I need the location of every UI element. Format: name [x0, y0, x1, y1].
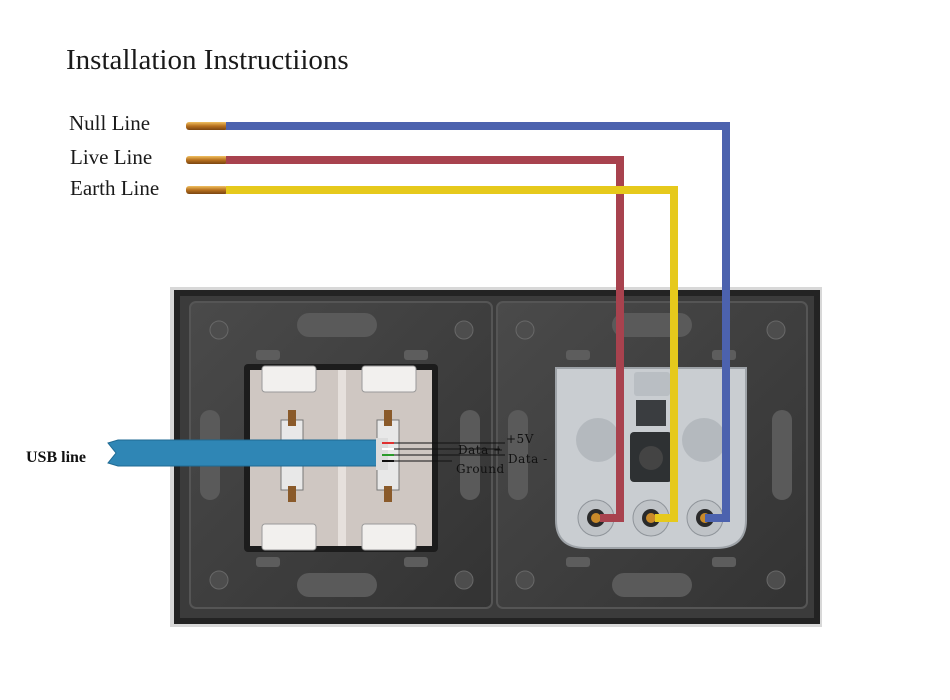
usb-pin-ground: Ground	[456, 462, 505, 476]
page-title: Installation Instructiions	[66, 44, 349, 76]
live-line-label: Live Line	[70, 145, 153, 169]
usb-line-label: USB line	[26, 449, 87, 466]
null-line-wire	[226, 122, 730, 522]
usb-pin-data-minus: Data -	[508, 452, 548, 466]
earth-line-label: Earth Line	[70, 176, 160, 200]
usb-cable	[107, 438, 505, 470]
usb-pin-plus5v: +5V	[506, 432, 534, 446]
socket-module	[555, 367, 747, 549]
null-line-label: Null Line	[69, 111, 151, 135]
earth-line-wire	[226, 186, 678, 522]
wire-ends	[186, 122, 228, 194]
usb-pin-data-plus: Data +	[458, 443, 504, 457]
live-line-wire	[226, 156, 624, 522]
